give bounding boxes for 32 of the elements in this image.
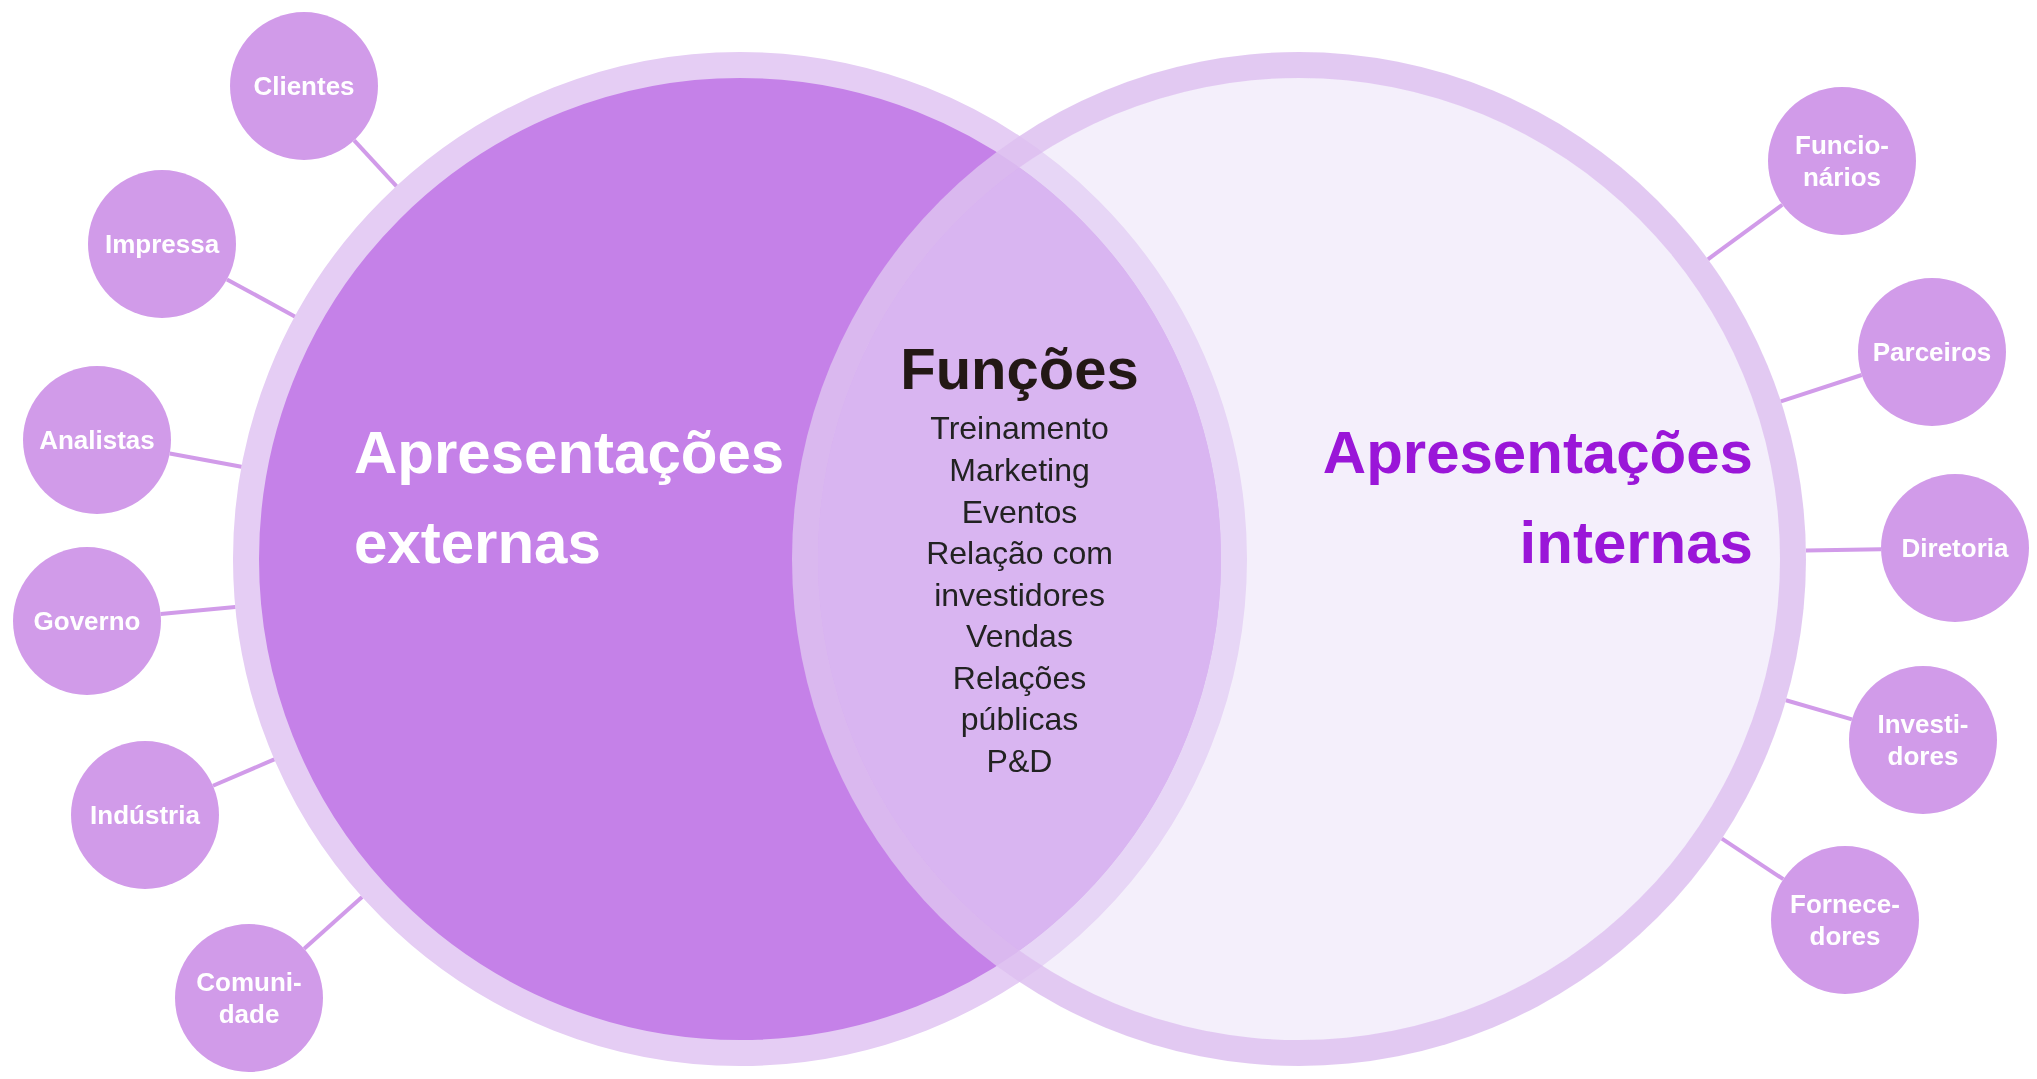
- function-item: Marketing: [948, 450, 1091, 490]
- stakeholder-label: Fornece-dores: [1789, 887, 1901, 953]
- stakeholder-label: Analistas: [38, 423, 156, 457]
- stakeholder-label: Parceiros: [1871, 335, 1993, 369]
- connector-line: [160, 604, 236, 616]
- function-item: Vendas: [965, 617, 1074, 657]
- function-item: P&D: [985, 742, 1054, 782]
- stakeholder-label: Governo: [32, 604, 142, 638]
- function-item: Eventos: [960, 492, 1079, 532]
- circle-title: Apresentações internas: [1321, 418, 1753, 578]
- connector-line: [212, 757, 276, 788]
- connector-line: [1785, 698, 1853, 722]
- heading: Funções: [900, 335, 1139, 403]
- stakeholder-label: Comuni-dade: [195, 965, 303, 1031]
- connector-line: [352, 139, 398, 188]
- stakeholder-label: Investi-dores: [1876, 707, 1970, 773]
- connector-line: [226, 277, 296, 319]
- connector-line: [1720, 836, 1785, 881]
- stakeholder-label: Diretoria: [1900, 531, 2010, 565]
- connector-line: [1780, 373, 1863, 404]
- function-item: Relações públicas: [951, 658, 1088, 740]
- function-item: Treinamento: [929, 409, 1110, 449]
- circle-title: Apresentações externas: [354, 418, 786, 578]
- connector-line: [302, 895, 364, 951]
- stakeholder-label: Clientes: [252, 69, 356, 103]
- connector-line: [1805, 547, 1882, 553]
- stakeholder-label: Funcio-nários: [1794, 128, 1890, 194]
- stakeholder-label: Indústria: [89, 798, 201, 832]
- connector-line: [169, 451, 242, 469]
- connector-line: [1706, 203, 1784, 261]
- function-item: Relação com investidores: [925, 534, 1114, 615]
- stakeholder-label: Impressa: [103, 227, 221, 261]
